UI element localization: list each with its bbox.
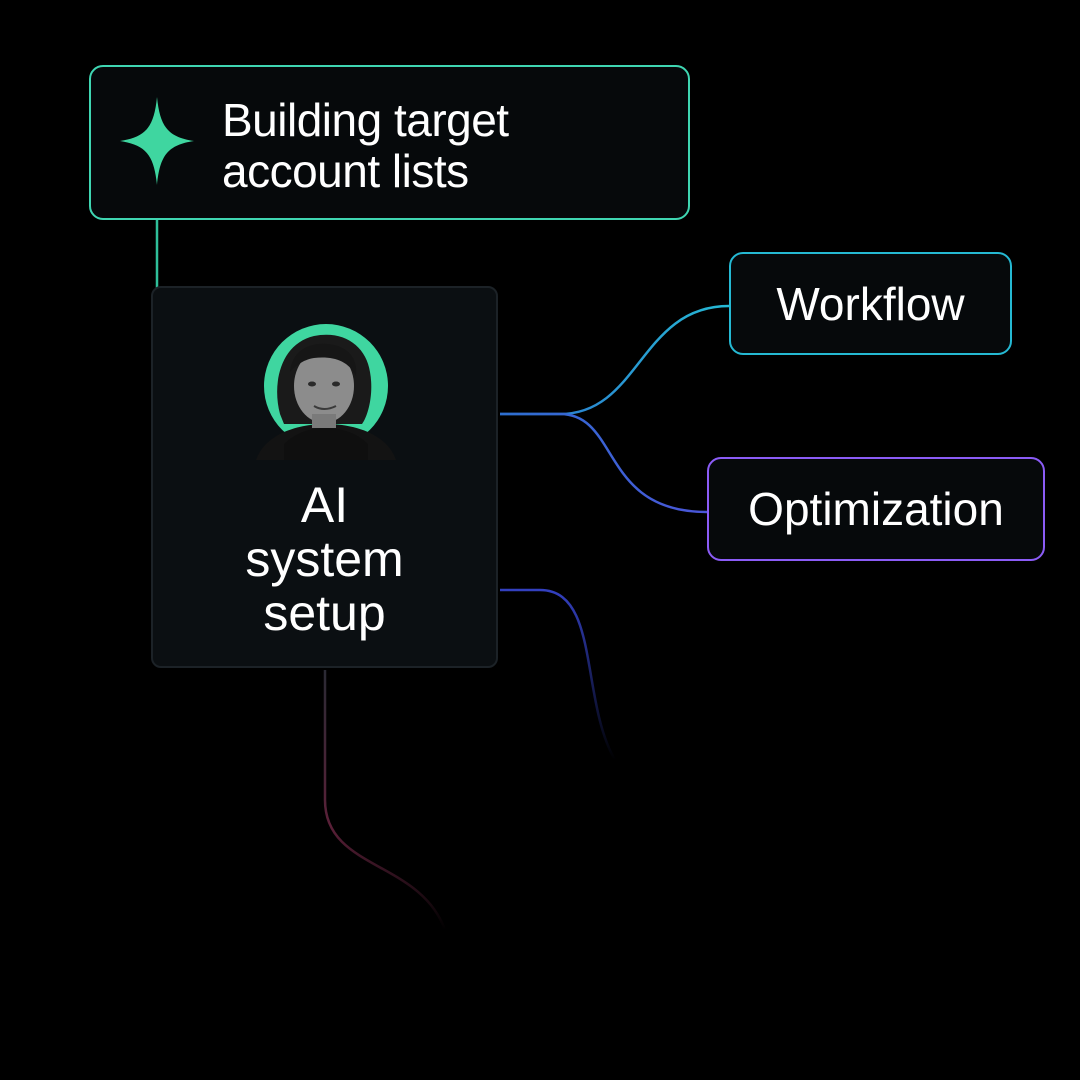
top-node-label-line2: account lists: [222, 145, 469, 197]
top-node-card[interactable]: [89, 65, 690, 220]
avatar: [256, 324, 396, 460]
center-node-label-line2: system: [245, 531, 404, 587]
connector-bottom: [323, 670, 447, 931]
workflow-node[interactable]: Workflow: [729, 252, 1012, 355]
workflow-label: Workflow: [776, 277, 965, 330]
center-node-label-line3: setup: [263, 585, 386, 641]
top-node-label: Building target account lists: [222, 95, 662, 197]
connector-optimization: [500, 412, 708, 514]
sparkle-icon: [120, 97, 194, 185]
top-node-label-line1: Building target: [222, 94, 509, 146]
connector-workflow: [500, 304, 730, 416]
center-node-label: AI system setup: [151, 478, 498, 640]
connector-down-right: [500, 588, 617, 761]
center-node-card[interactable]: [151, 286, 498, 668]
optimization-node[interactable]: Optimization: [707, 457, 1045, 561]
optimization-label: Optimization: [748, 483, 1004, 535]
center-node-label-line1: AI: [300, 477, 349, 533]
